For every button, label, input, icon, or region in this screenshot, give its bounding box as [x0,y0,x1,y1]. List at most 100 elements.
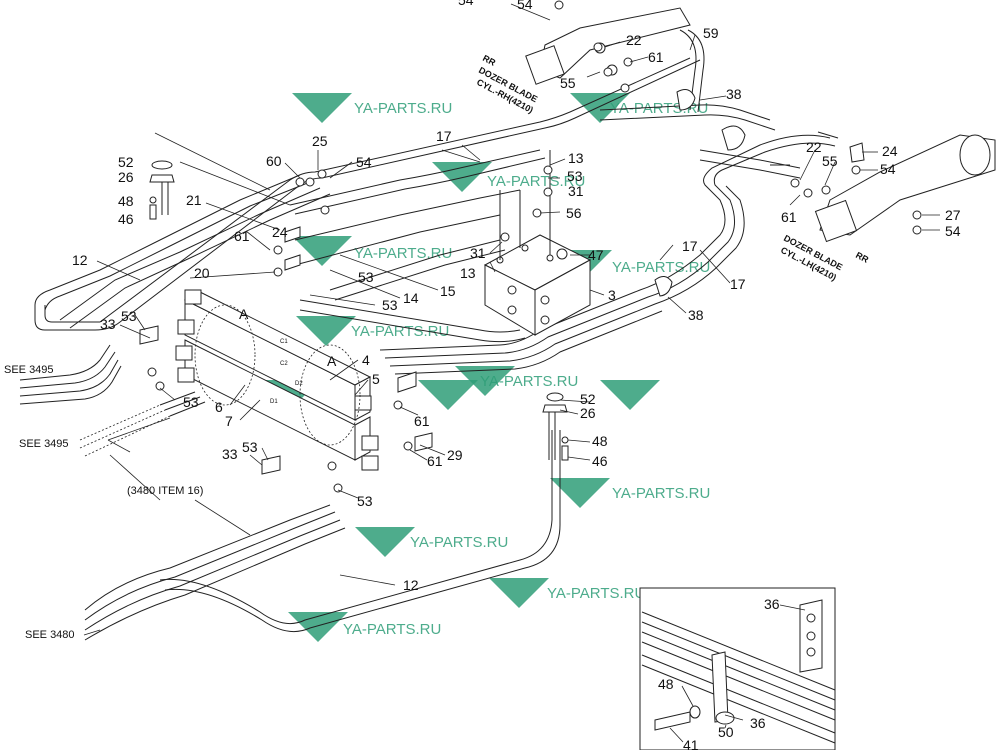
callout-52-left: 52 [118,154,134,170]
callout-54-center: 54 [356,154,372,170]
valve-block-left: C1 C2 D1 D2 [175,289,379,471]
callout-53-b: 53 [183,394,199,410]
callout-21: 21 [186,192,202,208]
callout-5: 5 [372,371,380,387]
callout-53-e: 53 [358,269,374,285]
callout-17-right-lower: 17 [730,276,746,292]
see-3495-lower: SEE 3495 [19,438,69,450]
detail-inset [639,587,836,750]
watermark-4: YA-PARTS.RU [292,236,452,266]
pipe-bundle-center-upper [289,149,546,301]
callout-27: 27 [945,207,961,223]
callout-26-center: 26 [580,405,596,421]
callout-31-top: 31 [568,183,584,199]
watermark-12: YA-PARTS.RU [355,527,508,557]
callout-60: 60 [266,153,282,169]
callout-a-left: A [239,306,249,322]
see-3495-upper: SEE 3495 [4,364,54,376]
callout-26-left: 26 [118,169,134,185]
callout-38-right: 38 [688,307,704,323]
callout-55-rh: 55 [560,75,576,91]
watermark-9 [418,380,478,410]
callout-61-lower: 61 [427,453,443,469]
watermark-text: YA-PARTS.RU [547,585,645,602]
callout-24-left: 24 [272,224,288,240]
watermark-7: YA-PARTS.RU [455,366,578,396]
callout-46-center: 46 [592,453,608,469]
leader-lines [83,3,940,743]
pipe-bundle-bottom [84,430,561,641]
callout-15: 15 [440,283,456,299]
callout-61-rh: 61 [648,49,664,65]
callout-41: 41 [683,737,699,750]
callout-24-right: 24 [882,143,898,159]
callout-50: 50 [718,724,734,740]
callout-13-mid: 13 [460,265,476,281]
watermark-text: YA-PARTS.RU [354,245,452,262]
manifold-block-center [483,150,592,336]
callout-53-g: 53 [567,168,583,184]
callout-54-top: 54 [458,0,474,8]
detail-circle-a-right [299,344,361,446]
callout-56: 56 [566,205,582,221]
watermark-text: YA-PARTS.RU [480,373,578,390]
callout-38-top: 38 [726,86,742,102]
watermark-13: YA-PARTS.RU [489,578,645,608]
callout-48-center: 48 [592,433,608,449]
watermark-3: YA-PARTS.RU [432,162,585,192]
watermark-text: YA-PARTS.RU [410,534,508,551]
watermark-text: YA-PARTS.RU [354,100,452,117]
callout-17-top: 17 [436,128,452,144]
callout-33-left: 33 [100,316,116,332]
callout-53-d: 53 [357,493,373,509]
callout-48-inset: 48 [658,676,674,692]
callout-55-lh: 55 [822,153,838,169]
callout-14: 14 [403,290,419,306]
callout-36-top: 36 [764,596,780,612]
pipe-bundle-left-lower [19,344,206,457]
watermark-text: YA-PARTS.RU [612,259,710,276]
callout-4: 4 [362,352,370,368]
callout-33-lower: 33 [222,446,238,462]
watermark-text: YA-PARTS.RU [612,485,710,502]
watermark-11: YA-PARTS.RU [550,478,710,508]
watermark-14: YA-PARTS.RU [288,612,441,642]
pipe-bundle-left-upper [34,57,701,331]
fittings [139,0,922,493]
callout-20: 20 [194,265,210,281]
callout-29: 29 [447,447,463,463]
callout-46-left: 46 [118,211,134,227]
callout-61-center: 61 [414,413,430,429]
callout-13-top: 13 [568,150,584,166]
callout-12-upper: 12 [72,252,88,268]
block-mark-d2: D2 [295,381,303,387]
watermark-text: YA-PARTS.RU [343,621,441,638]
watermark-text: YA-PARTS.RU [487,173,585,190]
callout-47: 47 [588,247,604,263]
cylinder-lh-side: RR [854,250,871,265]
watermark-1: YA-PARTS.RU [292,93,452,123]
callout-53-f: 53 [382,297,398,313]
callout-12-lower: 12 [403,577,419,593]
callout-54-lh: 54 [880,161,896,177]
block-mark-c1: C1 [280,339,288,345]
callout-25: 25 [312,133,328,149]
watermark-10 [600,380,660,410]
callout-52-center: 52 [580,391,596,407]
callout-31-mid: 31 [470,245,486,261]
callout-a-right: A [327,353,337,369]
callout-54-lh-lower: 54 [945,223,961,239]
callout-61-lh: 61 [781,209,797,225]
block-mark-d1: D1 [270,399,278,405]
callout-7: 7 [225,413,233,429]
callout-48-left: 48 [118,193,134,209]
callout-labels: 3 4 5 6 7 12 12 13 13 13 14 15 17 17 17 … [72,0,961,750]
detail-circle-a-left [194,304,256,406]
callout-59: 59 [703,25,719,41]
callout-22-lh: 22 [806,139,822,155]
callout-22-rh: 22 [626,32,642,48]
callout-54-rh: 54 [517,0,533,12]
block-mark-c2: C2 [280,361,288,367]
